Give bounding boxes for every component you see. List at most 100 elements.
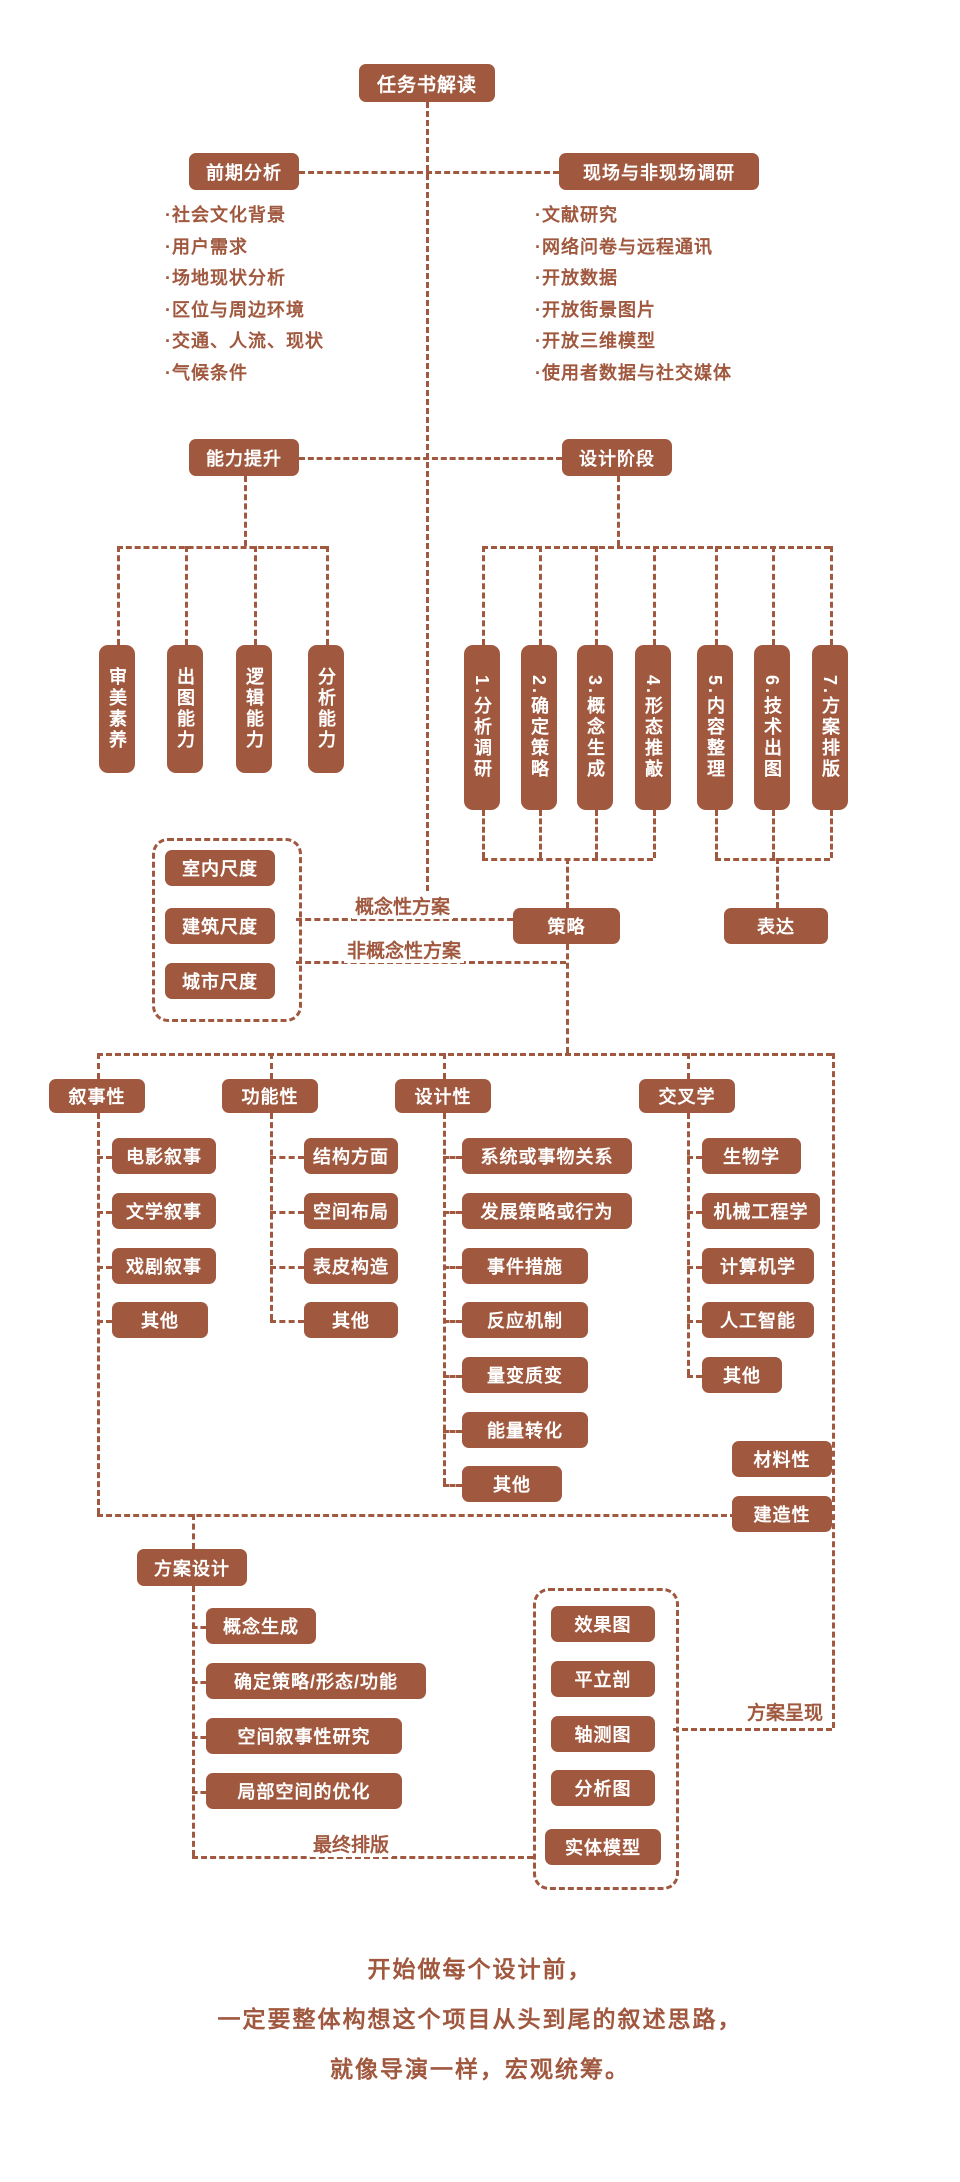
connector-line bbox=[566, 858, 569, 908]
node-interdisciplinary-other: 其他 bbox=[702, 1357, 782, 1393]
node-physical-model: 实体模型 bbox=[545, 1829, 661, 1865]
node-analysis-ability: 分析能力 bbox=[308, 645, 344, 773]
list-item: ·气候条件 bbox=[165, 362, 248, 383]
connector-line bbox=[687, 1156, 702, 1159]
node-concept-generation: 概念生成 bbox=[206, 1608, 316, 1644]
node-interior-scale: 室内尺度 bbox=[165, 850, 275, 886]
connector-line bbox=[270, 1266, 304, 1269]
connector-line bbox=[443, 1156, 462, 1159]
node-material: 材料性 bbox=[732, 1441, 832, 1477]
connector-line bbox=[653, 546, 656, 645]
connector-line bbox=[299, 171, 559, 174]
connector-line bbox=[270, 1211, 304, 1214]
connector-line bbox=[117, 546, 120, 645]
node-spatial-layout: 空间布局 bbox=[304, 1193, 398, 1229]
connector-line bbox=[832, 1053, 835, 1728]
connector-line bbox=[192, 1681, 206, 1684]
scheme-presentation-label: 方案呈现 bbox=[744, 1698, 827, 1725]
node-construction: 建造性 bbox=[732, 1496, 832, 1532]
node-strategy: 策略 bbox=[513, 908, 620, 944]
connector-line bbox=[595, 810, 598, 858]
connector-line bbox=[296, 918, 513, 921]
connector-line bbox=[539, 810, 542, 858]
connector-line bbox=[185, 546, 188, 645]
node-spatial-narrative-research: 空间叙事性研究 bbox=[206, 1718, 402, 1754]
connector-line bbox=[482, 858, 653, 861]
node-stage-5-content: 5.内容整理 bbox=[697, 645, 733, 810]
node-reaction-mechanism: 反应机制 bbox=[462, 1302, 588, 1338]
node-urban-scale: 城市尺度 bbox=[165, 963, 275, 999]
connector-line bbox=[270, 1113, 273, 1320]
connector-line bbox=[97, 1113, 100, 1514]
list-item: ·开放数据 bbox=[535, 268, 618, 288]
node-stage-3-concept: 3.概念生成 bbox=[577, 645, 613, 810]
node-stage-1-analysis: 1.分析调研 bbox=[464, 645, 500, 810]
node-stage-7-layout: 7.方案排版 bbox=[812, 645, 848, 810]
connector-line bbox=[443, 1053, 446, 1079]
node-narrative: 叙事性 bbox=[49, 1079, 145, 1113]
node-design: 设计性 bbox=[395, 1079, 491, 1113]
node-drawing-ability: 出图能力 bbox=[167, 645, 203, 773]
connector-line bbox=[830, 810, 833, 858]
connector-line bbox=[97, 1053, 832, 1056]
connector-line bbox=[715, 858, 830, 861]
node-building-scale: 建筑尺度 bbox=[165, 908, 275, 944]
node-functional-other: 其他 bbox=[304, 1302, 398, 1338]
connector-line bbox=[715, 546, 718, 645]
connector-line bbox=[97, 1514, 736, 1517]
connector-line bbox=[443, 1430, 462, 1433]
connector-line bbox=[117, 546, 326, 549]
node-interdisciplinary: 交叉学 bbox=[639, 1079, 735, 1113]
connector-line bbox=[326, 546, 329, 645]
node-film-narrative: 电影叙事 bbox=[112, 1138, 216, 1174]
node-field-research: 现场与非现场调研 bbox=[559, 153, 759, 190]
node-functional: 功能性 bbox=[222, 1079, 318, 1113]
node-drama-narrative: 戏剧叙事 bbox=[112, 1248, 216, 1284]
connector-line bbox=[254, 546, 257, 645]
connector-line bbox=[97, 1211, 112, 1214]
node-mechanical-engineering: 机械工程学 bbox=[702, 1193, 820, 1229]
connector-line bbox=[687, 1375, 702, 1378]
connector-line bbox=[482, 546, 830, 549]
field-research-list: ·文献研究 ·网络问卷与远程通讯 ·开放数据 ·开放街景图片 ·开放三维模型 ·… bbox=[535, 200, 732, 389]
node-expression: 表达 bbox=[724, 908, 828, 944]
node-narrative-other: 其他 bbox=[112, 1302, 208, 1338]
connector-line bbox=[687, 1320, 702, 1323]
connector-line bbox=[192, 1856, 533, 1859]
node-event-measures: 事件措施 bbox=[462, 1248, 588, 1284]
footer-line: 一定要整体构想这个项目从头到尾的叙述思路， bbox=[217, 2006, 743, 2032]
list-item: ·网络问卷与远程通讯 bbox=[535, 236, 713, 257]
connector-line bbox=[97, 1320, 112, 1323]
node-literary-narrative: 文学叙事 bbox=[112, 1193, 216, 1229]
connector-line bbox=[482, 546, 485, 645]
connector-line bbox=[715, 810, 718, 858]
node-stage-4-form: 4.形态推敲 bbox=[635, 645, 671, 810]
connector-line bbox=[443, 1113, 446, 1484]
footer-note: 开始做每个设计前， 一定要整体构想这个项目从头到尾的叙述思路， 就像导演一样，宏… bbox=[0, 1944, 960, 2094]
connector-line bbox=[673, 1728, 832, 1731]
connector-line bbox=[97, 1266, 112, 1269]
list-item: ·文献研究 bbox=[535, 205, 618, 225]
connector-line bbox=[192, 1626, 206, 1629]
connector-line bbox=[97, 1053, 100, 1079]
connector-line bbox=[443, 1320, 462, 1323]
connector-line bbox=[687, 1266, 702, 1269]
non-conceptual-scheme-label: 非概念性方案 bbox=[344, 936, 465, 963]
connector-line bbox=[192, 1736, 206, 1739]
node-design-other: 其他 bbox=[462, 1466, 562, 1502]
list-item: ·交通、人流、现状 bbox=[165, 331, 324, 351]
connector-line bbox=[192, 1791, 206, 1794]
list-item: ·用户需求 bbox=[165, 236, 248, 257]
node-stage-6-drawing: 6.技术出图 bbox=[754, 645, 790, 810]
node-ability-improvement: 能力提升 bbox=[189, 439, 299, 476]
node-preliminary-analysis: 前期分析 bbox=[189, 153, 299, 190]
connector-line bbox=[830, 546, 833, 645]
connector-line bbox=[687, 1211, 702, 1214]
node-analysis-diagram: 分析图 bbox=[551, 1770, 655, 1806]
node-artificial-intelligence: 人工智能 bbox=[702, 1302, 814, 1338]
node-plan-elevation-section: 平立剖 bbox=[551, 1661, 655, 1697]
connector-line bbox=[595, 546, 598, 645]
list-item: ·区位与周边环境 bbox=[165, 299, 305, 320]
connector-line bbox=[244, 476, 247, 546]
